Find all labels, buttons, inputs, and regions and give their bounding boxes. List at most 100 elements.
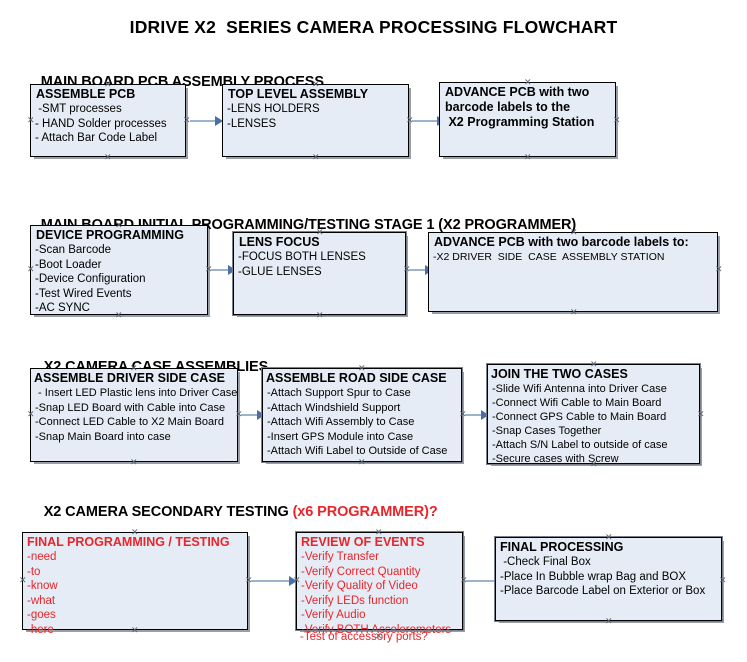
process-box-review-of-events[interactable]: REVIEW OF EVENTS -Verify Transfer -Verif… <box>295 531 464 636</box>
box-line: -Verify Quality of Video <box>301 580 418 593</box>
box-line: -Verify Transfer <box>301 551 379 563</box>
selection-handle[interactable] <box>605 618 612 625</box>
connector-line <box>251 580 290 582</box>
box-line: -Attach Support Spur to Case <box>267 387 411 399</box>
selection-handle[interactable] <box>130 365 137 372</box>
selection-handle[interactable] <box>697 411 704 418</box>
selection-handle[interactable] <box>27 266 34 273</box>
selection-handle[interactable] <box>131 529 138 536</box>
box-line: - HAND Solder processes <box>35 117 167 130</box>
selection-handle[interactable] <box>104 81 111 88</box>
selection-handle[interactable] <box>27 117 34 124</box>
selection-handle[interactable] <box>375 633 382 640</box>
selection-handle[interactable] <box>131 627 138 634</box>
box-line: -Boot Loader <box>35 258 102 271</box>
selection-handle[interactable] <box>27 411 34 418</box>
process-box-join-the-two-cases[interactable]: JOIN THE TWO CASES -Slide Wifi Antenna i… <box>486 363 701 465</box>
selection-handle[interactable] <box>183 117 190 124</box>
box-title: JOIN THE TWO CASES <box>491 367 628 381</box>
process-box-final-programming-testing[interactable]: FINAL PROGRAMMING / TESTING -need -to -k… <box>22 532 248 636</box>
process-box-advance-pcb-to-driver-side-case-station[interactable]: ADVANCE PCB with two barcode labels to: … <box>428 232 718 312</box>
box-line: -Connect Wifi Cable to Main Board <box>492 397 662 409</box>
box-line: -Verify Audio <box>301 609 366 622</box>
connector-line <box>412 120 438 122</box>
box-line: -Test Wired Events <box>35 287 132 300</box>
process-box-assemble-road-side-case[interactable]: ASSEMBLE ROAD SIDE CASE -Attach Support … <box>261 367 463 463</box>
box-line: -what <box>27 594 56 607</box>
selection-handle[interactable] <box>312 81 319 88</box>
connector-line <box>211 269 229 271</box>
selection-handle[interactable] <box>115 222 122 229</box>
selection-handle[interactable] <box>130 459 137 466</box>
process-box-final-processing[interactable]: FINAL PROCESSING -Check Final Box -Place… <box>494 536 723 622</box>
box-title: ADVANCE PCB with two barcode labels to: <box>434 235 689 249</box>
box-line: -to <box>27 565 41 578</box>
box-line: -Snap LED Board with Cable into Case <box>35 401 226 414</box>
box-title: ASSEMBLE DRIVER SIDE CASE <box>34 371 226 385</box>
selection-handle[interactable] <box>104 154 111 161</box>
box-line: -know <box>27 580 58 593</box>
box-line: -Verify BOTH Accelerometers <box>301 623 452 636</box>
selection-handle[interactable] <box>605 534 612 541</box>
box-line: -Connect LED Cable to X2 Main Board <box>35 416 224 429</box>
selection-handle[interactable] <box>590 361 597 368</box>
box-line: -Place Barcode Label on Exterior or Box <box>500 585 706 598</box>
box-line: -here <box>27 623 54 636</box>
box-title: REVIEW OF EVENTS <box>301 535 425 549</box>
process-box-device-programming[interactable]: DEVICE PROGRAMMING -Scan Barcode -Boot L… <box>30 225 208 315</box>
box-title: LENS FOCUS <box>239 235 320 249</box>
selection-handle[interactable] <box>19 577 26 584</box>
process-box-advance-pcb-to-programming-station[interactable]: ADVANCE PCB with two barcode labels to t… <box>439 82 616 157</box>
selection-handle[interactable] <box>358 459 365 466</box>
connector-line <box>241 414 258 416</box>
box-line: -need <box>27 551 57 563</box>
selection-handle[interactable] <box>719 577 726 584</box>
box-line: -LENSES <box>227 117 277 130</box>
box-title: FINAL PROCESSING <box>500 540 624 554</box>
box-line: -Attach Windshield Support <box>267 401 401 414</box>
selection-handle[interactable] <box>293 577 300 584</box>
selection-handle[interactable] <box>524 154 531 161</box>
box-line: -Snap Main Board into case <box>35 430 171 443</box>
box-line: -Scan Barcode <box>35 244 112 256</box>
box-title: FINAL PROGRAMMING / TESTING <box>27 535 230 549</box>
box-line: -Verify LEDs function <box>301 594 409 607</box>
box-line: - Insert LED Plastic lens into Driver Ca… <box>35 387 238 399</box>
box-line: -FOCUS BOTH LENSES <box>238 251 366 263</box>
selection-handle[interactable] <box>312 154 319 161</box>
box-line: X2 Programming Station <box>445 115 595 129</box>
selection-handle[interactable] <box>524 79 531 86</box>
box-title: TOP LEVEL ASSEMBLY <box>228 87 369 101</box>
process-box-top-level-assembly[interactable]: TOP LEVEL ASSEMBLY -LENS HOLDERS -LENSES <box>222 84 409 157</box>
section-header-x2-camera-secondary-testing: X2 CAMERA SECONDARY TESTING (x6 PROGRAMM… <box>28 488 438 536</box>
box-line: -AC SYNC <box>35 302 90 315</box>
box-line: -LENS HOLDERS <box>227 103 320 115</box>
selection-handle[interactable] <box>316 312 323 319</box>
box-title: ADVANCE PCB with two <box>445 85 590 99</box>
arrow-head-icon <box>481 410 489 420</box>
connector-line <box>190 120 216 122</box>
connector-line <box>465 414 482 416</box>
selection-handle[interactable] <box>375 529 382 536</box>
box-overflow-line: -Test of accessory ports? <box>300 631 428 643</box>
selection-handle[interactable] <box>358 365 365 372</box>
selection-handle[interactable] <box>316 229 323 236</box>
box-line: -Slide Wifi Antenna into Driver Case <box>492 383 667 395</box>
box-line: -Snap Cases Together <box>492 425 602 437</box>
selection-handle[interactable] <box>570 229 577 236</box>
box-title: ASSEMBLE ROAD SIDE CASE <box>266 371 447 385</box>
selection-handle[interactable] <box>715 266 722 273</box>
arrow-head-icon <box>228 265 236 275</box>
process-box-lens-focus[interactable]: LENS FOCUS -FOCUS BOTH LENSES -GLUE LENS… <box>232 231 407 316</box>
box-line: -Attach S/N Label to outside of case <box>492 439 668 451</box>
selection-handle[interactable] <box>590 461 597 468</box>
process-box-assemble-driver-side-case[interactable]: ASSEMBLE DRIVER SIDE CASE - Insert LED P… <box>30 368 238 462</box>
selection-handle[interactable] <box>613 117 620 124</box>
selection-handle[interactable] <box>570 309 577 316</box>
box-line: -Place In Bubble wrap Bag and BOX <box>500 570 687 583</box>
page-title: IDRIVE X2 SERIES CAMERA PROCESSING FLOWC… <box>129 17 618 37</box>
box-line: -Attach Wifi Assembly to Case <box>267 416 415 429</box>
process-box-assemble-pcb[interactable]: ASSEMBLE PCB -SMT processes - HAND Solde… <box>30 84 186 157</box>
selection-handle[interactable] <box>115 312 122 319</box>
